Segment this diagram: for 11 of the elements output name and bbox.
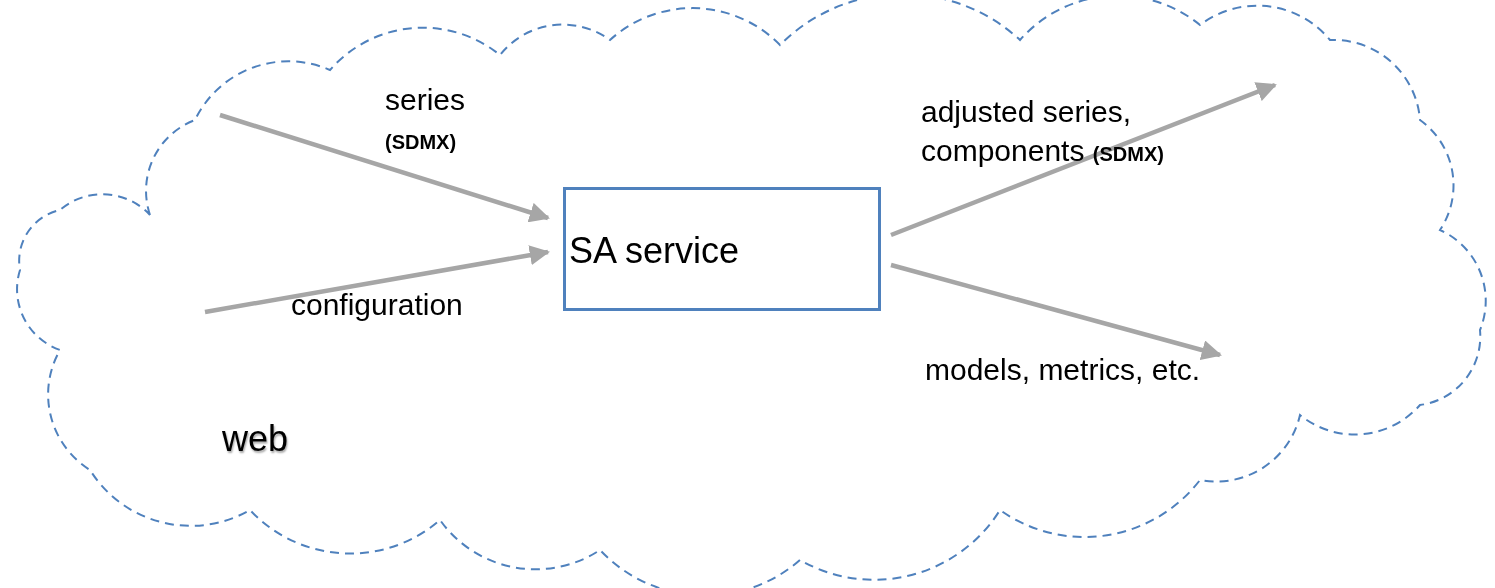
edge-label: configuration: [291, 287, 464, 323]
edge-label: series (SDMX): [385, 82, 467, 155]
cloud-label: web: [222, 418, 289, 460]
process-box: [563, 187, 881, 311]
arrow: [890, 262, 1222, 360]
arrow: [219, 112, 550, 223]
arrow: [204, 245, 550, 315]
box-label: SA service: [569, 230, 740, 272]
edge-label: adjusted series, components (SDMX): [921, 94, 1165, 169]
arrow: [890, 82, 1277, 238]
edge-label: models, metrics, etc.: [925, 352, 1202, 388]
